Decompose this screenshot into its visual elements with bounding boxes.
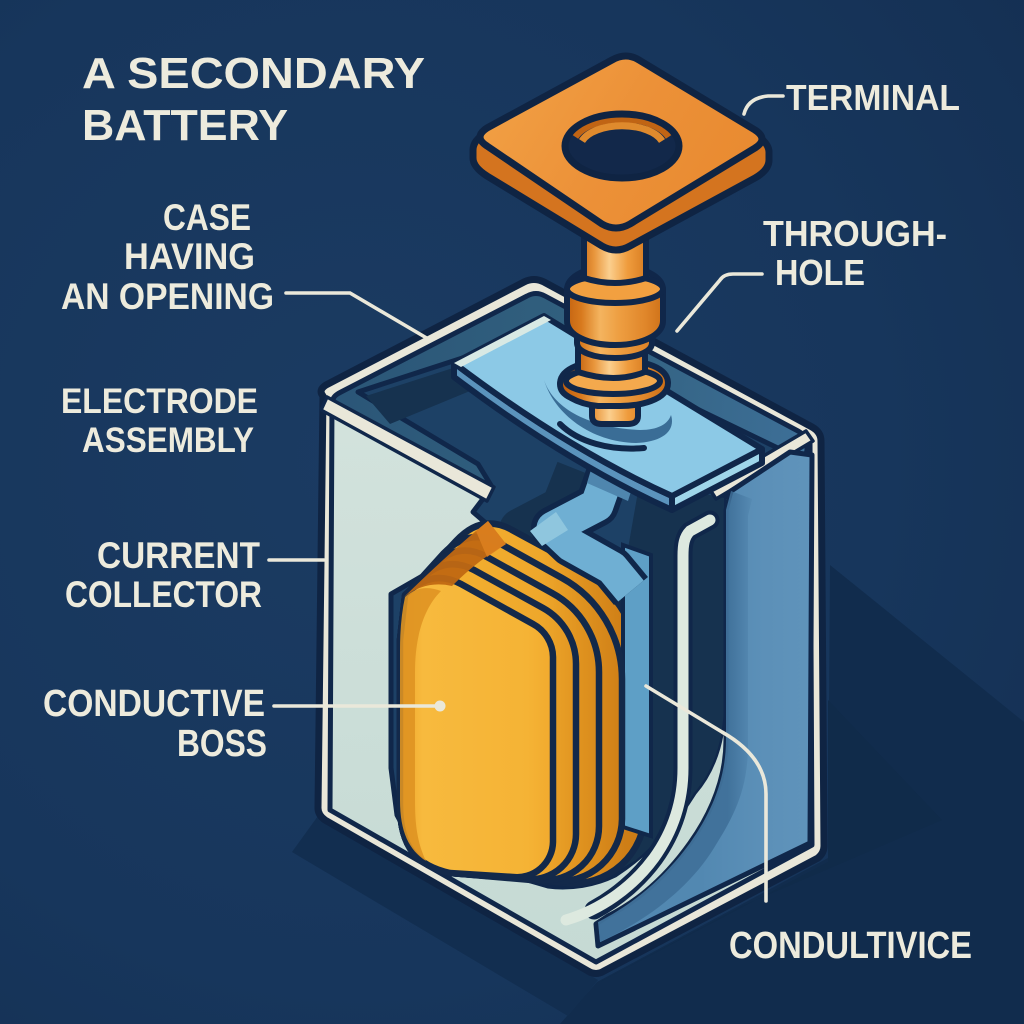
svg-text:ASSEMBLY: ASSEMBLY [82,421,254,460]
svg-text:BOSS: BOSS [177,723,267,765]
svg-text:CONDULTIVICE: CONDULTIVICE [729,925,972,967]
svg-text:A SECONDARY: A SECONDARY [82,49,425,98]
svg-text:AN OPENING: AN OPENING [61,276,274,317]
svg-text:ELECTRODE: ELECTRODE [61,382,258,421]
svg-text:THROUGH-: THROUGH- [763,213,947,254]
svg-text:HAVING: HAVING [124,236,255,277]
svg-text:COLLECTOR: COLLECTOR [65,574,262,615]
svg-text:CURRENT: CURRENT [97,535,260,576]
svg-text:CASE: CASE [163,197,251,238]
svg-text:HOLE: HOLE [775,252,865,293]
svg-text:CONDUCTIVE: CONDUCTIVE [43,683,265,725]
svg-text:TERMINAL: TERMINAL [786,77,960,118]
svg-text:BATTERY: BATTERY [82,101,288,150]
